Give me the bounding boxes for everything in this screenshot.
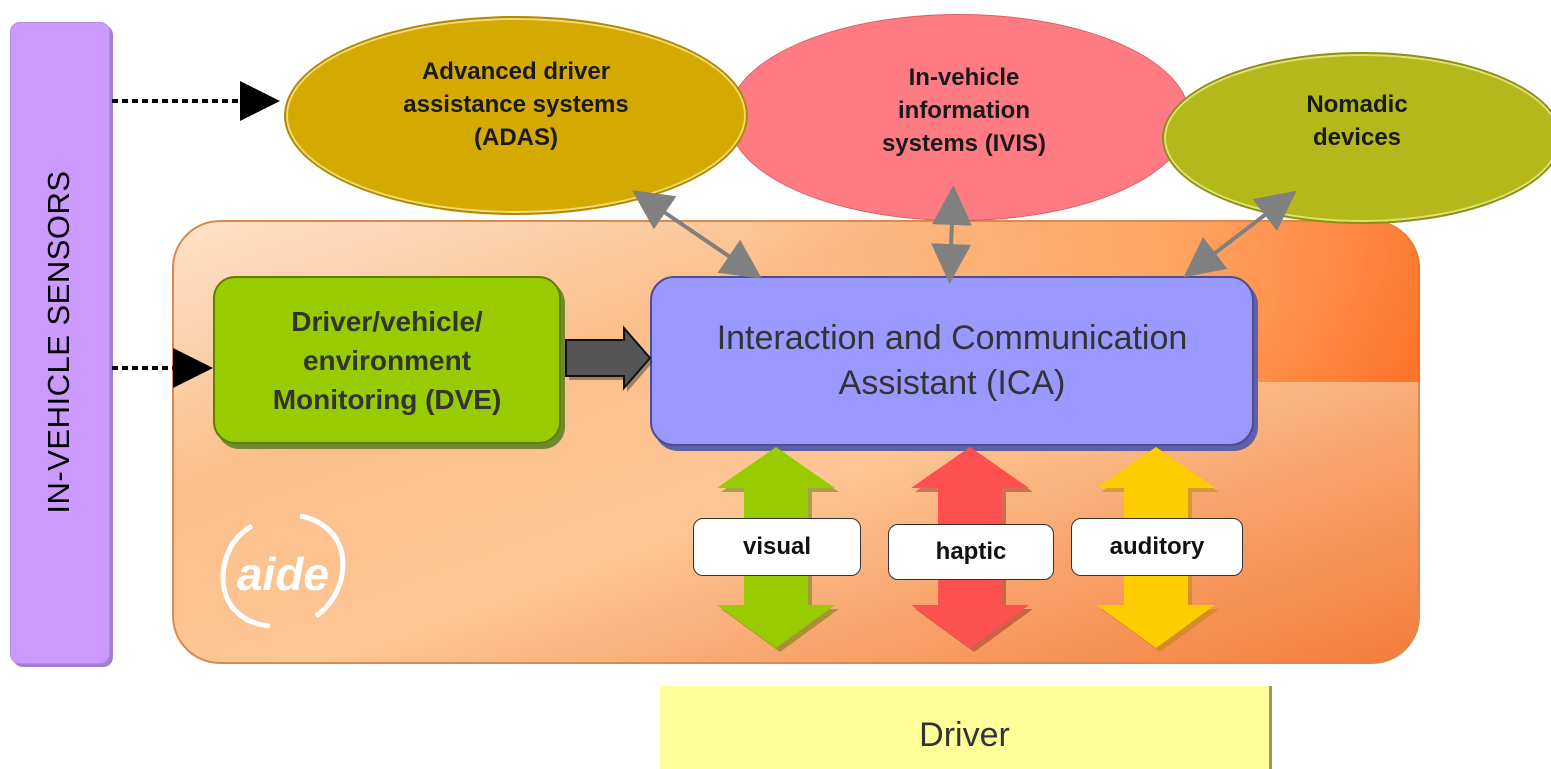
adas-line3: (ADAS) [474,124,558,151]
ivis-line1: In-vehicle [908,64,1020,91]
nomadic-line2: devices [1312,124,1402,151]
dve-line3: Monitoring (DVE) [272,383,502,415]
in-vehicle-sensors-bar [10,22,110,664]
ica-line1: Interaction and Communication [716,319,1188,357]
dve-line2: environment [302,344,472,376]
nomadic-line1: Nomadic [1306,91,1408,118]
nomadic-ica-arrow [1183,190,1297,278]
dve-line1: Driver/vehicle/ [291,305,483,337]
ica-line2: Assistant (ICA) [838,364,1066,402]
adas-ica-arrow [632,190,762,279]
driver-label: Driver [919,716,1010,754]
ica-box: Interaction and Communication Assistant … [650,276,1254,446]
ivis-line3: systems (IVIS) [881,130,1047,157]
adas-line2: assistance systems [403,91,629,118]
auditory-label: auditory [1071,518,1243,576]
ivis-ica-arrow [931,185,972,284]
dve-to-ica-block-arrow [565,325,653,392]
ivis-line2: information [897,97,1030,124]
aide-logo: aide [220,513,346,629]
visual-label: visual [693,518,861,576]
adas-line1: Advanced driver [421,58,611,85]
adas-ellipse: Advanced driver assistance systems (ADAS… [284,16,748,215]
dve-box: Driver/vehicle/ environment Monitoring (… [213,276,561,444]
aide-logo-text: aide [237,548,329,600]
driver-bar: Driver [660,686,1272,769]
haptic-label: haptic [888,524,1054,580]
